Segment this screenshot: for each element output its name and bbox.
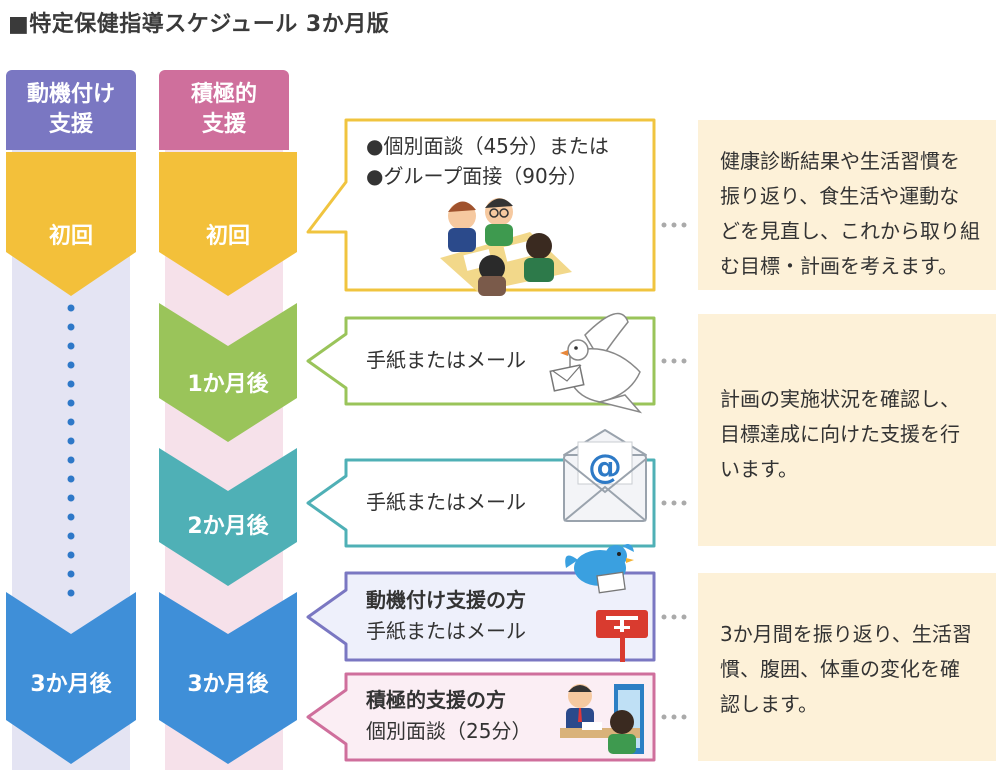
first-callout-box	[306, 118, 656, 292]
info-middle-line: 目標達成に向けた支援を行	[720, 422, 960, 446]
dotted-connectors	[661, 222, 687, 720]
month3-active-heading: 積極的支援の方	[366, 688, 506, 712]
motivation-month3-chevron	[6, 592, 136, 764]
info-final-line: 認します。	[720, 692, 818, 716]
motivation-column-header: 動機付け 支援	[6, 70, 136, 150]
active-first-chevron	[159, 152, 297, 296]
month3-motivation-text: 手紙またはメール	[366, 619, 526, 643]
page-title: ■特定保健指導スケジュール 3か月版	[8, 12, 390, 37]
motivation-header-line1: 動機付け	[26, 82, 115, 107]
consultation-illustration	[560, 684, 644, 754]
motivation-first-chevron	[6, 152, 136, 296]
first-callout-line1: ●個別面談（45分）または	[366, 134, 609, 158]
active-month1-chevron	[159, 303, 297, 442]
bluebird-mailbox-icon	[565, 544, 648, 662]
active-column-header: 積極的 支援	[159, 70, 289, 150]
motivation-dotted-line	[67, 304, 75, 597]
active-header-line1: 積極的	[190, 82, 257, 107]
info-first-line: む目標・計画を考えます。	[720, 254, 958, 278]
active-month3-chevron	[159, 592, 297, 764]
info-box-middle: 計画の実施状況を確認し、 目標達成に向けた支援を行 います。	[698, 314, 996, 546]
active-month2-chevron	[159, 448, 297, 586]
motivation-month3-label: 3か月後	[30, 672, 112, 697]
month3-motivation-callout-box	[306, 571, 656, 662]
active-month1-label: 1か月後	[187, 372, 269, 397]
month3-active-text: 個別面談（25分）	[366, 719, 532, 743]
motivation-header-line2: 支援	[48, 112, 93, 137]
info-middle-line: 計画の実施状況を確認し、	[720, 387, 960, 411]
month2-callout-text: 手紙またはメール	[366, 490, 526, 514]
info-final-line: 慣、腹囲、体重の変化を確	[720, 657, 960, 681]
info-box-first: 健康診断結果や生活習慣を 振り返り、食生活や運動な どを見直し、これから取り組 …	[698, 120, 996, 290]
active-month3-label: 3か月後	[187, 672, 269, 697]
info-middle-line: います。	[720, 457, 798, 481]
active-first-label: 初回	[205, 224, 250, 249]
svg-text:@: @	[588, 447, 622, 487]
info-box-final: 3か月間を振り返り、生活習 慣、腹囲、体重の変化を確 認します。	[698, 573, 996, 761]
info-first-line: 振り返り、食生活や運動な	[720, 184, 960, 208]
group-meeting-illustration	[440, 198, 572, 296]
info-final-line: 3か月間を振り返り、生活習	[720, 622, 972, 646]
dove-with-letter-icon	[549, 312, 643, 414]
first-callout-line2: ●グループ面接（90分）	[366, 164, 588, 188]
email-envelope-icon: @	[563, 429, 647, 522]
active-header-line2: 支援	[201, 112, 246, 137]
info-first-line: どを見直し、これから取り組	[720, 219, 980, 243]
active-month2-label: 2か月後	[187, 514, 269, 539]
month1-callout-text: 手紙またはメール	[366, 348, 526, 372]
info-first-line: 健康診断結果や生活習慣を	[720, 149, 960, 173]
motivation-first-label: 初回	[48, 224, 93, 249]
month3-active-callout-box	[306, 672, 656, 762]
month3-motivation-heading: 動機付け支援の方	[366, 588, 526, 612]
